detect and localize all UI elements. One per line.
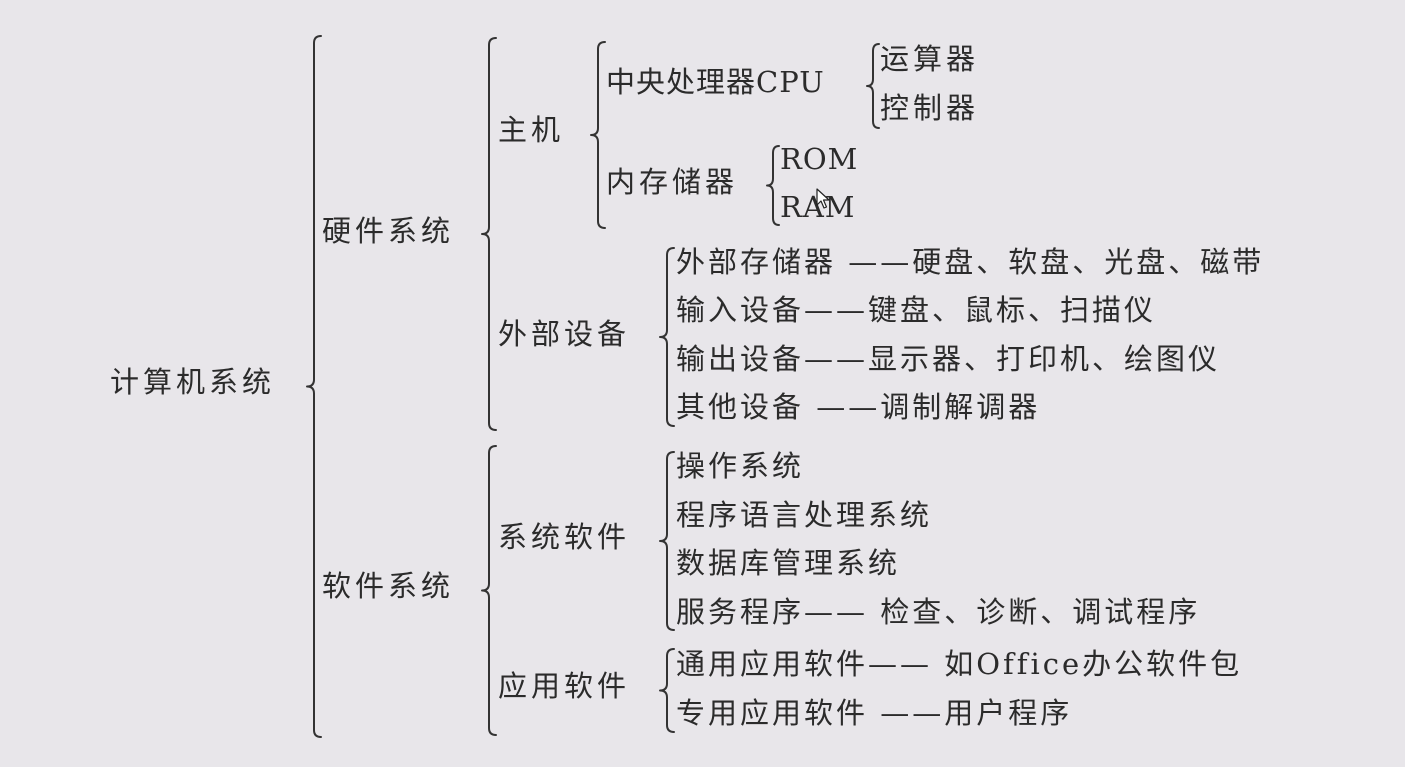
- node-cpu: 中央处理器CPU: [606, 65, 825, 99]
- brace-application-software: [659, 648, 675, 733]
- brace-memory: [766, 145, 780, 226]
- system-software-item: 服务程序—— 检查、诊断、调试程序: [676, 595, 1201, 629]
- node-software-system: 软件系统: [322, 569, 455, 603]
- mouse-pointer-icon: [816, 188, 830, 209]
- brace-peripherals: [659, 247, 675, 427]
- brace-host: [590, 41, 606, 229]
- brace-root: [306, 35, 322, 738]
- node-arithmetic-unit: 运算器: [880, 42, 980, 76]
- node-host: 主机: [498, 113, 565, 147]
- peripheral-item: 输入设备——键盘、鼠标、扫描仪: [676, 293, 1157, 327]
- brace-cpu: [866, 43, 880, 129]
- node-computer-system: 计算机系统: [110, 365, 276, 399]
- node-control-unit: 控制器: [880, 91, 980, 125]
- peripheral-item: 其他设备 ——调制解调器: [676, 390, 1041, 424]
- application-software-item: 专用应用软件 ——用户程序: [676, 696, 1073, 730]
- system-software-item: 数据库管理系统: [676, 546, 901, 580]
- node-rom: ROM: [780, 142, 859, 176]
- brace-software: [481, 445, 497, 736]
- peripheral-item: 外部存储器 ——硬盘、软盘、光盘、磁带: [676, 245, 1265, 279]
- brace-system-software: [659, 451, 675, 631]
- node-system-software: 系统软件: [498, 520, 631, 554]
- node-hardware-system: 硬件系统: [322, 214, 455, 248]
- system-software-item: 操作系统: [676, 449, 805, 483]
- brace-hardware: [481, 37, 497, 431]
- node-internal-memory: 内存储器: [606, 165, 739, 199]
- node-peripherals: 外部设备: [498, 317, 631, 351]
- node-application-software: 应用软件: [498, 669, 631, 703]
- peripheral-item: 输出设备——显示器、打印机、绘图仪: [676, 342, 1221, 376]
- application-software-item: 通用应用软件—— 如Office办公软件包: [676, 647, 1243, 681]
- system-software-item: 程序语言处理系统: [676, 498, 933, 532]
